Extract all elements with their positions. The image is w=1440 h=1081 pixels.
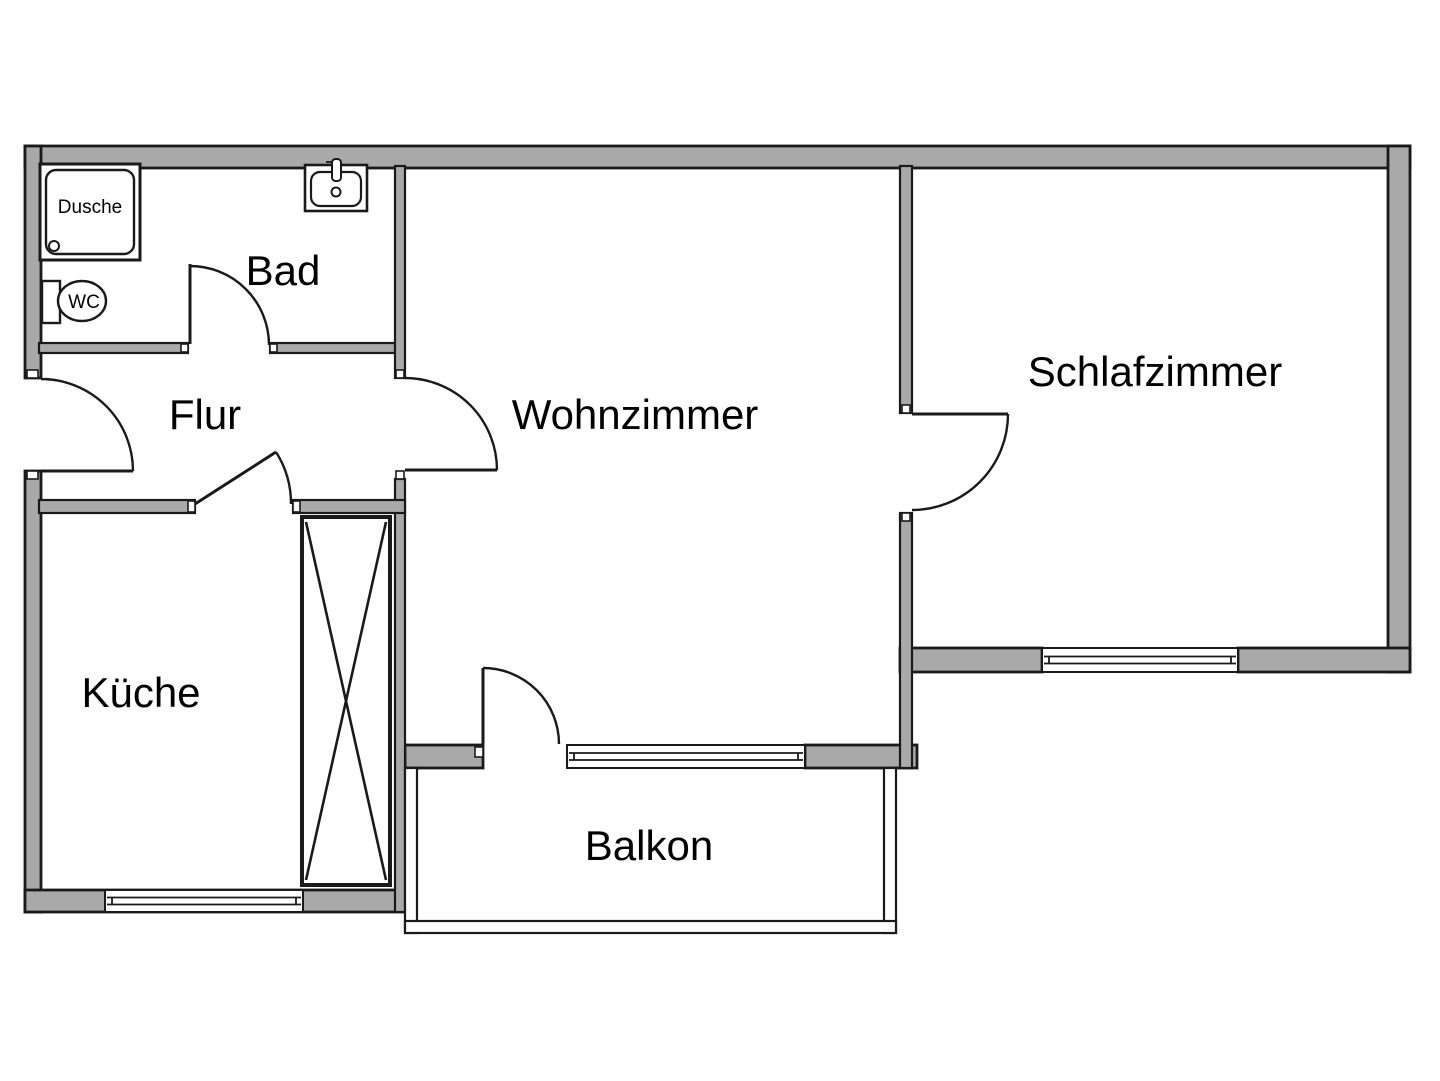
hall-kitchen-living-wall bbox=[393, 477, 407, 914]
bath-bottom-wall-right bbox=[268, 341, 397, 355]
kitchen-door bbox=[194, 450, 293, 506]
toilet-bowl bbox=[56, 279, 108, 323]
balcony-rail-right bbox=[882, 766, 898, 935]
toilet-label: WC bbox=[68, 292, 100, 313]
bedroom-bottom-wall-right bbox=[1236, 646, 1412, 674]
sink-icon bbox=[303, 158, 369, 213]
balcony-rail-left bbox=[403, 766, 419, 935]
window-bedroom bbox=[1041, 647, 1239, 673]
bath-living-wall bbox=[393, 164, 407, 380]
outer-wall-top bbox=[23, 144, 1412, 170]
balcony-rail-bottom bbox=[403, 919, 898, 935]
entry-door bbox=[40, 377, 135, 473]
room-label-schlafzimmer: Schlafzimmer bbox=[1028, 348, 1282, 395]
shower-label: Dusche bbox=[58, 197, 122, 218]
room-label-kueche: Küche bbox=[81, 669, 200, 716]
inner-walls bbox=[37, 164, 914, 914]
outer-wall-left-lower bbox=[23, 469, 43, 914]
shower-icon: Dusche bbox=[38, 162, 142, 262]
living-bedroom-wall-lower bbox=[898, 511, 914, 770]
livingroom-door bbox=[404, 376, 499, 472]
kitchen-top-wall-right bbox=[291, 498, 407, 515]
bath-door bbox=[188, 264, 271, 346]
outer-walls bbox=[23, 144, 1412, 914]
room-labels: Bad Flur Wohnzimmer Schlafzimmer Küche B… bbox=[81, 247, 1282, 869]
room-label-wohnzimmer: Wohnzimmer bbox=[512, 391, 759, 438]
room-label-flur: Flur bbox=[169, 391, 241, 438]
window-kitchen bbox=[104, 889, 304, 913]
toilet-icon: WC bbox=[40, 279, 108, 325]
kitchen-top-wall-left bbox=[37, 498, 197, 515]
balcony-door bbox=[481, 666, 561, 745]
window-livingroom bbox=[566, 744, 806, 769]
room-label-balkon: Balkon bbox=[585, 822, 713, 869]
living-bedroom-wall-upper bbox=[898, 164, 914, 415]
shower-drain bbox=[48, 240, 60, 252]
outer-wall-right bbox=[1386, 144, 1412, 674]
bath-bottom-wall-left bbox=[37, 341, 190, 355]
livingroom-bottom-wall-left bbox=[403, 743, 485, 770]
bedroom-bottom-wall-left bbox=[898, 646, 1044, 674]
room-label-bad: Bad bbox=[246, 247, 321, 294]
sink-drain bbox=[330, 186, 342, 198]
bedroom-door bbox=[911, 412, 1010, 512]
door-jambs bbox=[26, 343, 911, 758]
sink-faucet bbox=[331, 158, 342, 182]
shaft-icon bbox=[300, 515, 392, 887]
balcony-railing bbox=[403, 766, 898, 935]
